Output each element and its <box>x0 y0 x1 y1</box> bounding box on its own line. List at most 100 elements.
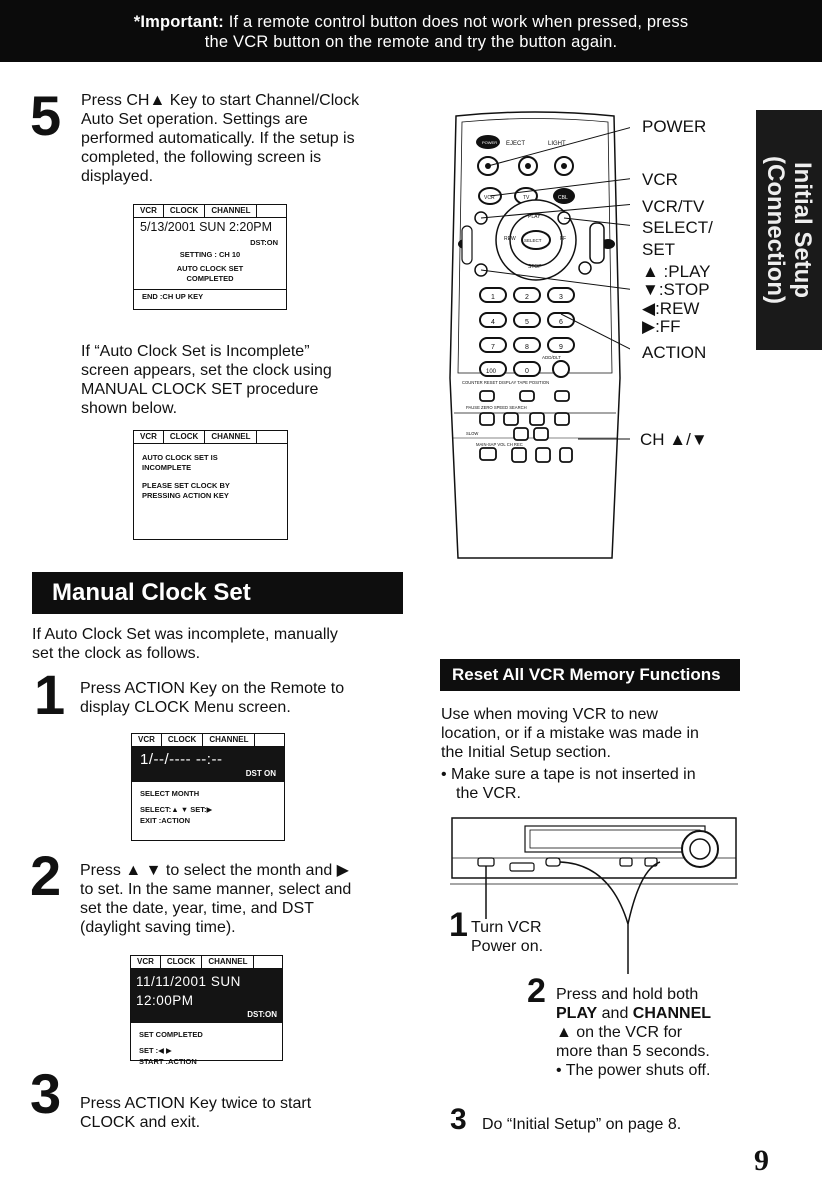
side-tab-text: Initial Setup (Connection) <box>756 110 822 350</box>
reset-bullet-line: • Make sure a tape is not inserted in <box>441 766 696 783</box>
label-select: SELECT/ <box>642 218 713 237</box>
step-2-line: (daylight saving time). <box>80 919 236 936</box>
step-5-line: displayed. <box>81 168 154 185</box>
screen-line: INCOMPLETE <box>142 463 192 472</box>
remote-key-100: 100 <box>486 369 497 375</box>
screen-tab: CHANNEL <box>205 431 258 443</box>
reset-step-1-text: Turn VCR Power on. <box>471 918 543 956</box>
reset-intro: Use when moving VCR to new location, or … <box>441 705 751 803</box>
screen-tab: VCR <box>134 205 164 217</box>
label-power: POWER <box>642 117 707 136</box>
reset-step-2-line: PLAY and CHANNEL <box>556 1004 756 1023</box>
screen-line: START :ACTION <box>139 1057 197 1066</box>
screen-tab: CHANNEL <box>205 205 258 217</box>
screen-line: EXIT :ACTION <box>140 816 190 825</box>
side-tab-line-2: (Connection) <box>762 156 789 304</box>
banner-label: *Important: <box>133 13 224 31</box>
remote-key-6: 6 <box>559 319 563 326</box>
label-rew: ◀:REW <box>642 299 700 318</box>
remote-control-illustration: EJECT LIGHT POWER VCR TV CBL PLAY STOP R… <box>449 111 630 559</box>
remote-key-light: LIGHT <box>548 141 566 147</box>
screen-line: COMPLETED <box>186 274 234 283</box>
screen-line: SET COMPLETED <box>139 1030 203 1039</box>
section-side-tab: Initial Setup (Connection) <box>756 110 822 350</box>
remote-row-c-labels: MAIN-SAP VOL CH REC <box>476 442 523 447</box>
reset-step-2-number: 2 <box>527 972 546 1010</box>
reset-step-1-line: Turn VCR <box>471 919 542 936</box>
label-stop: ▼:STOP <box>642 280 710 299</box>
screen-line: PRESSING ACTION KEY <box>142 491 229 500</box>
reset-intro-line: Use when moving VCR to new <box>441 706 658 723</box>
clock-incomplete-screen: VCR CLOCK CHANNEL AUTO CLOCK SET IS INCO… <box>133 430 288 540</box>
intro-line: If Auto Clock Set was incomplete, manual… <box>32 626 338 643</box>
step-5-line: Auto Set operation. Settings are <box>81 111 308 128</box>
manual-intro: If Auto Clock Set was incomplete, manual… <box>32 625 412 663</box>
screen-dst: DST ON <box>245 769 276 778</box>
label-vcr-tv: VCR/TV <box>642 197 705 216</box>
screen-tab: CLOCK <box>164 431 206 443</box>
screen-date: 5/13/2001 SUN 2:20PM <box>140 220 273 234</box>
remote-key-add-dlt: ADD/DLT <box>542 355 561 360</box>
step-1-number: 1 <box>34 663 66 726</box>
screen-dst: DST:ON <box>247 1010 277 1019</box>
screen-tab: CLOCK <box>161 956 203 968</box>
remote-key-select: SELECT <box>524 238 542 243</box>
screen-tab: VCR <box>134 431 164 443</box>
reset-memory-heading: Reset All VCR Memory Functions <box>440 659 740 691</box>
screen-date: 11/11/2001 SUN 12:00PM <box>136 974 241 1008</box>
screen-tab: CHANNEL <box>203 734 256 746</box>
page-number: 9 <box>754 1144 769 1177</box>
reset-step-2-line: ▲ on the VCR for <box>556 1024 683 1041</box>
label-ff: ▶:FF <box>642 317 681 336</box>
step-2-number: 2 <box>30 844 62 907</box>
label-action: ACTION <box>642 343 707 362</box>
play-key-name: PLAY <box>556 1005 598 1022</box>
screen-tab: VCR <box>131 956 161 968</box>
remote-key-5: 5 <box>525 319 529 326</box>
remote-key-slow: SLOW <box>466 431 478 436</box>
screen-dst: DST:ON <box>250 238 278 247</box>
step-2-line: to set. In the same manner, select and <box>80 881 352 898</box>
reset-intro-line: location, or if a mistake was made in <box>441 725 699 742</box>
reset-step-2-text: Press and hold both PLAY and CHANNEL ▲ o… <box>556 985 756 1080</box>
step-5-text: Press CH▲ Key to start Channel/Clock Aut… <box>81 91 411 186</box>
step-3-line: CLOCK and exit. <box>80 1114 201 1131</box>
screen-line: SET :◀ ▶ <box>139 1046 172 1055</box>
screen-tab: CLOCK <box>164 205 206 217</box>
remote-key-play: PLAY <box>528 214 541 220</box>
label-vcr: VCR <box>642 170 678 189</box>
screen-tabs: VCR CLOCK CHANNEL <box>134 431 287 444</box>
step-2-line: set the date, year, time, and DST <box>80 900 314 917</box>
screen-tab: CLOCK <box>162 734 204 746</box>
channel-key-name: CHANNEL <box>632 1005 712 1022</box>
remote-key-3: 3 <box>559 294 563 301</box>
reset-step-2-line: Press and hold both <box>556 986 699 1003</box>
step-5-line: performed automatically. If the setup is <box>81 130 355 147</box>
screen-tabs: VCR CLOCK CHANNEL <box>134 205 286 218</box>
banner-line-2: the VCR button on the remote and try the… <box>204 33 618 51</box>
step-3-text: Press ACTION Key twice to start CLOCK an… <box>80 1094 410 1132</box>
note-line: screen appears, set the clock using <box>81 362 332 379</box>
label-ch-up-down: CH ▲/▼ <box>640 430 708 449</box>
important-banner: *Important: If a remote control button d… <box>0 0 822 62</box>
set-completed-screen: VCR CLOCK CHANNEL 11/11/2001 SUN 12:00PM… <box>130 955 283 1066</box>
step-5-number: 5 <box>30 84 62 147</box>
remote-key-ff: FF <box>560 236 566 242</box>
incomplete-note: If “Auto Clock Set is Incomplete” screen… <box>81 342 401 418</box>
remote-key-vcr: VCR <box>484 195 495 201</box>
label-play: ▲ :PLAY <box>642 262 711 281</box>
remote-key-8: 8 <box>525 344 529 351</box>
reset-step-3-number: 3 <box>450 1103 467 1136</box>
remote-key-4: 4 <box>491 319 495 326</box>
step-1-line: Press ACTION Key on the Remote to <box>80 680 345 697</box>
remote-key-power: POWER <box>482 140 497 145</box>
screen-date: 1/--/---- --:-- <box>140 751 223 768</box>
screen-tab: CHANNEL <box>202 956 255 968</box>
step-1-text: Press ACTION Key on the Remote to displa… <box>80 679 410 717</box>
reset-step-2-line: more than 5 seconds. <box>556 1043 710 1060</box>
remote-key-tv: TV <box>523 195 530 201</box>
step-3-line: Press ACTION Key twice to start <box>80 1095 312 1112</box>
step-2-line: Press ▲ ▼ to select the month and ▶ <box>80 862 349 879</box>
note-line: MANUAL CLOCK SET procedure <box>81 381 319 398</box>
note-line: If “Auto Clock Set is Incomplete” <box>81 343 310 360</box>
